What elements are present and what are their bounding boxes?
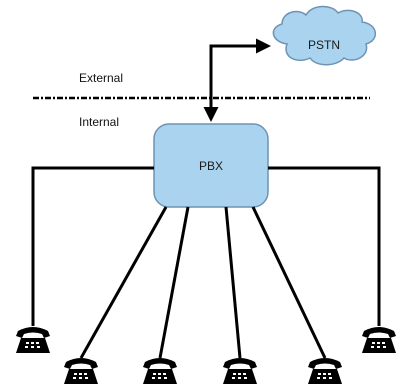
telephone-icon: [362, 327, 396, 353]
telephone-icon: [16, 327, 50, 353]
pstn-label: PSTN: [308, 38, 340, 52]
pbx-label: PBX: [199, 159, 223, 173]
telephones: [16, 327, 396, 384]
pstn-cloud: PSTN: [272, 5, 376, 66]
link-phone-4: [224, 206, 242, 359]
pbx-box: [153, 123, 269, 208]
telephone-icon: [64, 358, 98, 384]
internal-label: Internal: [79, 115, 119, 129]
external-label: External: [79, 71, 123, 85]
pstn-link: [203, 38, 271, 122]
link-phone-6: [268, 166, 381, 326]
link-phone-2: [79, 206, 168, 359]
cloud-icon: [272, 5, 376, 66]
link-phone-1: [31, 166, 154, 326]
telephone-icon: [143, 358, 177, 384]
link-phone-3: [158, 206, 190, 359]
telephone-icon: [223, 358, 257, 384]
telephone-icon: [308, 358, 342, 384]
link-phone-5: [251, 206, 327, 359]
phone-links: [31, 166, 381, 359]
pbx-node: PBX: [153, 123, 269, 208]
